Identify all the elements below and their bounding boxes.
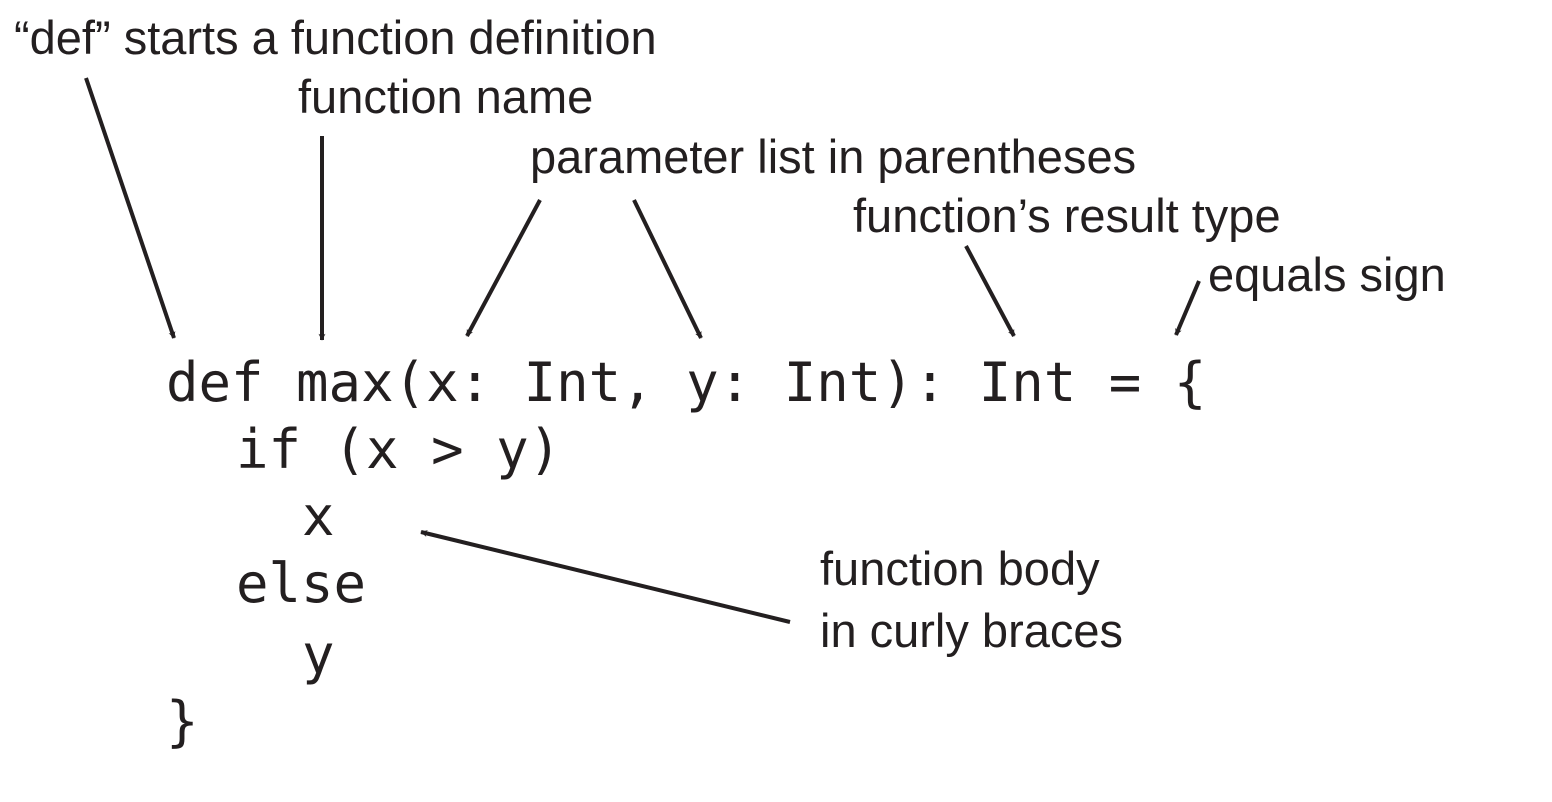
parameter-list-label: parameter list in parentheses xyxy=(530,130,1136,183)
code-line-if: if (x > y) xyxy=(236,418,561,481)
function-body-arrow xyxy=(420,530,791,624)
def-keyword-arrow xyxy=(84,77,176,339)
function-body-label-line1: function body xyxy=(820,542,1100,595)
code-line-signature: def max(x: Int, y: Int): Int = { xyxy=(166,351,1206,414)
function-body-label-line2: in curly braces xyxy=(820,604,1123,657)
result-type-arrow xyxy=(964,245,1016,337)
result-type-label: function’s result type xyxy=(853,189,1281,242)
code-line-y: y xyxy=(302,623,335,686)
code-line-else: else xyxy=(236,552,366,615)
function-name-label: function name xyxy=(298,70,593,123)
equals-sign-label: equals sign xyxy=(1208,248,1446,301)
equals-sign-arrow xyxy=(1174,280,1201,336)
parameter-x-arrow xyxy=(465,199,542,337)
code-line-x: x xyxy=(302,485,335,548)
parameter-y-arrow xyxy=(632,199,703,339)
def-keyword-label: “def” starts a function definition xyxy=(14,11,657,64)
code-line-close-brace: } xyxy=(166,690,199,753)
